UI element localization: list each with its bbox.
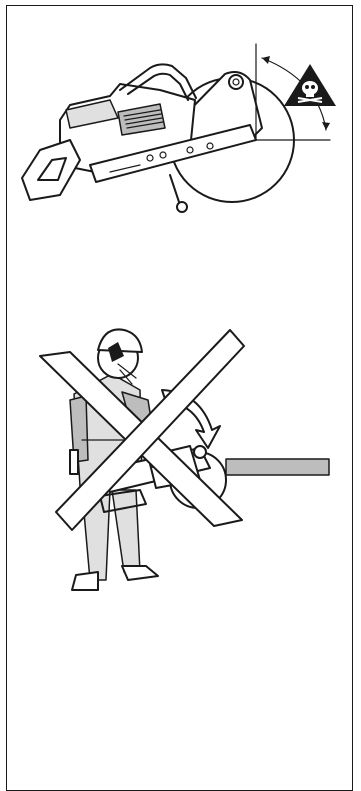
left-boot bbox=[72, 572, 98, 590]
cut-off-saw-figure bbox=[22, 44, 336, 212]
right-boot bbox=[122, 566, 158, 580]
kickback-direction-bar bbox=[226, 459, 329, 475]
skull-warning-icon bbox=[284, 64, 336, 106]
incorrect-position-figure bbox=[40, 329, 329, 590]
rear-handle bbox=[22, 140, 80, 200]
operator-right-leg bbox=[112, 490, 140, 572]
